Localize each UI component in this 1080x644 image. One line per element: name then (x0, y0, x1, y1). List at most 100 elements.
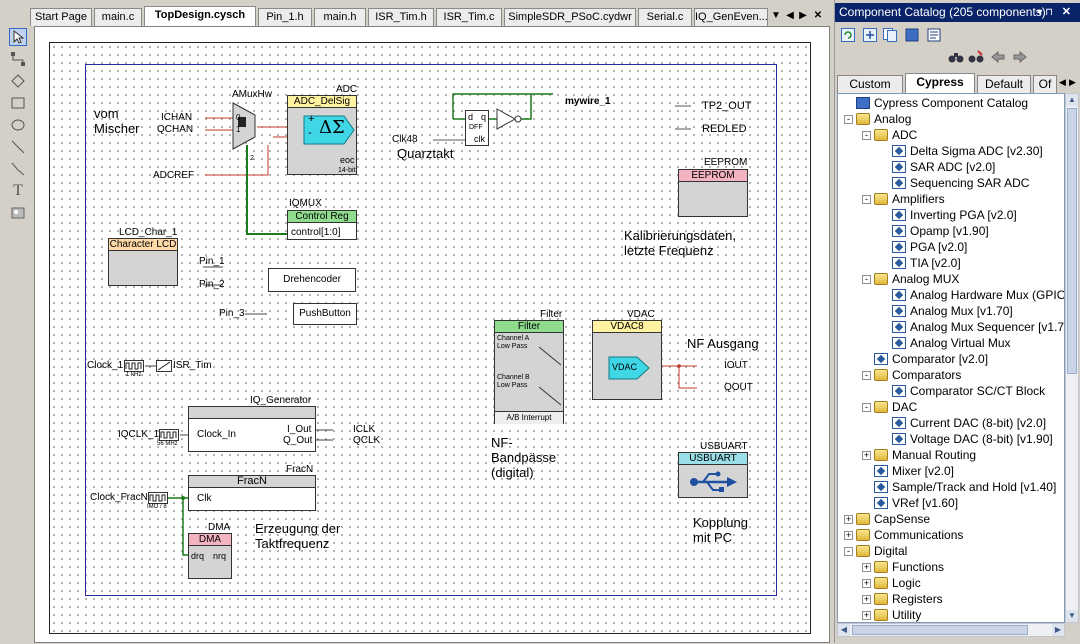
catalog-tree-item[interactable]: -ADC (862, 127, 917, 143)
tab-serial-c[interactable]: Serial.c (638, 8, 692, 26)
catalog-tree-item[interactable]: Comparator [v2.0] (874, 351, 988, 367)
catalog-tree-item[interactable]: Voltage DAC (8-bit) [v1.90] (892, 431, 1053, 447)
pin-qchan[interactable]: QCHAN (157, 124, 194, 135)
filter-component[interactable]: Filter Channel A Low Pass Channel B Low … (494, 320, 564, 424)
catalog-tab-cypress[interactable]: Cypress (905, 73, 975, 94)
catalog-tree-item[interactable]: -Comparators (862, 367, 961, 383)
tab-iq-generator[interactable]: IQ_GenEven... (694, 8, 768, 26)
tab-main-h[interactable]: main.h (314, 8, 366, 26)
expand-icon[interactable]: + (844, 513, 853, 524)
catalog-tree-item[interactable]: +Communications (844, 527, 963, 543)
tab-start-page[interactable]: Start Page (30, 8, 92, 26)
scroll-down-icon[interactable]: ▼ (1066, 610, 1078, 622)
catalog-tab-scroll-left-icon[interactable]: ◀ (1059, 77, 1066, 87)
line-icon[interactable] (9, 138, 27, 156)
catalog-tree-item[interactable]: +CapSense (844, 511, 930, 527)
scroll-left-icon[interactable]: ◀ (838, 624, 850, 636)
catalog-tree-item[interactable]: Delta Sigma ADC [v2.30] (892, 143, 1043, 159)
lcd-component[interactable]: Character LCD (108, 238, 178, 286)
pin-ichan[interactable]: ICHAN (161, 112, 193, 123)
library-icon[interactable] (903, 26, 921, 44)
catalog-tree-item[interactable]: Sequencing SAR ADC (892, 175, 1029, 191)
collapse-icon[interactable]: - (844, 546, 853, 556)
catalog-tree-item[interactable]: -DAC (862, 399, 917, 415)
inverter-icon[interactable] (495, 107, 523, 131)
drehencoder-box[interactable]: Drehencoder (268, 268, 356, 292)
catalog-tree-item[interactable]: -Analog MUX (862, 271, 959, 287)
catalog-tree-item[interactable]: -Digital (844, 543, 907, 559)
pin-iout[interactable]: IOUT (724, 360, 748, 371)
catalog-vertical-scrollbar[interactable]: ▲ ▼ (1065, 93, 1079, 623)
close-tab-icon[interactable]: ✕ (813, 10, 823, 21)
polyline-icon[interactable] (9, 160, 27, 178)
pin-redled[interactable]: REDLED (702, 123, 747, 135)
pointer-icon[interactable] (9, 28, 27, 46)
catalog-tree-item[interactable]: Analog Virtual Mux (892, 335, 1011, 351)
adc-component[interactable]: ADC_DelSig + - ΔΣ eoc 14-bit (287, 95, 357, 175)
clock-fracn-icon[interactable] (148, 492, 168, 504)
net-label-icon[interactable] (9, 72, 27, 90)
catalog-tab-custom[interactable]: Custom (837, 75, 903, 93)
clock1-label[interactable]: Clock_1 (87, 360, 124, 371)
collapse-icon[interactable]: - (862, 194, 871, 204)
pin-panel-icon[interactable]: ▾ ⊓ (1037, 7, 1053, 18)
catalog-tree-item[interactable]: -Analog (844, 111, 911, 127)
isr-icon[interactable] (156, 360, 172, 372)
schematic-canvas[interactable]: vom Mischer Quarztakt Kalibrierungsdaten… (34, 26, 830, 643)
catalog-tree-item[interactable]: Current DAC (8-bit) [v2.0] (892, 415, 1046, 431)
catalog-horizontal-scrollbar[interactable]: ◀ ▶ (837, 623, 1065, 637)
catalog-tree-item[interactable]: +Functions (862, 559, 944, 575)
catalog-tab-of[interactable]: Of (1033, 75, 1057, 93)
iqclk-label[interactable]: IQCLK_1 (118, 429, 160, 440)
catalog-tree-item[interactable]: Analog Mux [v1.70] (892, 303, 1013, 319)
tab-scroll-left-icon[interactable]: ◀ (786, 10, 794, 21)
pushbutton-box[interactable]: PushButton (293, 303, 357, 325)
forward-icon[interactable] (1011, 48, 1029, 66)
pin-qout[interactable]: QOUT (724, 382, 753, 393)
collapse-icon[interactable]: - (862, 370, 871, 380)
tab-main-c[interactable]: main.c (94, 8, 142, 26)
tab-scroll-right-icon[interactable]: ▶ (799, 10, 807, 21)
dma-component[interactable]: DMA drq nrq (188, 533, 232, 579)
scroll-up-icon[interactable]: ▲ (1066, 94, 1078, 106)
catalog-tree-item[interactable]: Cypress Component Catalog (856, 95, 1028, 111)
datasheet-icon[interactable] (925, 26, 943, 44)
collapse-icon[interactable]: - (862, 274, 871, 284)
catalog-tab-default[interactable]: Default (977, 75, 1031, 93)
expand-icon[interactable]: + (862, 609, 871, 620)
catalog-tree-item[interactable]: +Manual Routing (862, 447, 976, 463)
iqgen-component[interactable]: Clock_In I_Out Q_Out (188, 406, 316, 452)
close-panel-icon[interactable]: ✕ (1061, 6, 1071, 18)
clk48-label[interactable]: Clk48 (392, 134, 418, 145)
vdac-component[interactable]: VDAC8 VDAC (592, 320, 662, 400)
find-icon[interactable] (947, 48, 965, 66)
catalog-tree-item[interactable]: -Amplifiers (862, 191, 945, 207)
image-icon[interactable] (9, 204, 27, 222)
fracn-component[interactable]: FracN Clk (188, 475, 316, 511)
add-icon[interactable] (861, 26, 879, 44)
catalog-tree-item[interactable]: TIA [v2.0] (892, 255, 961, 271)
catalog-tree-item[interactable]: Opamp [v1.90] (892, 223, 989, 239)
catalog-tree-item[interactable]: +Logic (862, 575, 921, 591)
find-next-icon[interactable] (967, 48, 985, 66)
ellipse-icon[interactable] (9, 116, 27, 134)
back-icon[interactable] (989, 48, 1007, 66)
expand-icon[interactable]: + (862, 593, 871, 604)
catalog-tree-item[interactable]: VRef [v1.60] (874, 495, 958, 511)
rectangle-icon[interactable] (9, 94, 27, 112)
catalog-tree-item[interactable]: Comparator SC/CT Block (892, 383, 1045, 399)
iqclk-icon[interactable] (159, 429, 179, 441)
pin-2[interactable]: Pin_2 (199, 279, 225, 290)
catalog-hscroll-thumb[interactable] (852, 625, 1028, 635)
wire-icon[interactable] (9, 50, 27, 68)
collapse-icon[interactable]: - (862, 130, 871, 140)
text-icon[interactable]: T (13, 182, 23, 199)
tab-pin1-h[interactable]: Pin_1.h (258, 8, 312, 26)
catalog-tree-item[interactable]: Analog Hardware Mux (GPIO) (892, 287, 1064, 303)
catalog-tree-item[interactable]: Analog Mux Sequencer [v1.70 (892, 319, 1064, 335)
clock-fracn-label[interactable]: Clock_FracN (90, 492, 148, 503)
collapse-icon[interactable]: - (862, 402, 871, 412)
pin-3[interactable]: Pin_3 (219, 308, 245, 319)
catalog-tab-scroll-right-icon[interactable]: ▶ (1069, 77, 1076, 87)
